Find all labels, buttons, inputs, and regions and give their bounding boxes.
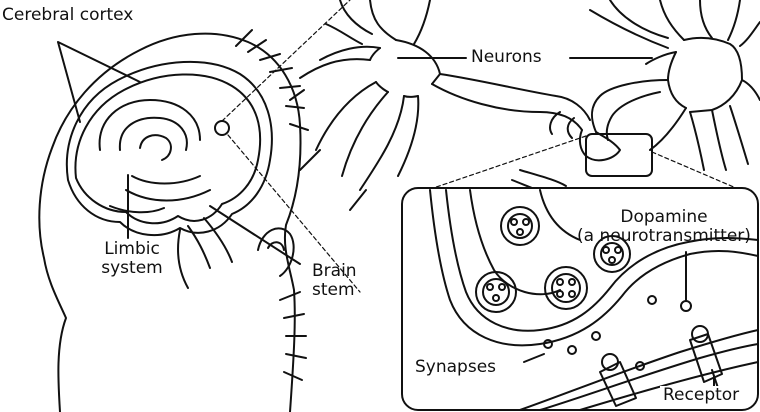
label-dopamine-line1: Dopamine [574, 208, 754, 227]
label-dopamine: Dopamine (a neurotransmitter) [574, 208, 754, 246]
label-neurons: Neurons [468, 48, 545, 67]
zoom-source-circle [215, 121, 229, 135]
label-limbic-system: Limbic system [94, 240, 170, 278]
label-limbic-line2: system [94, 259, 170, 278]
brain-stem [188, 218, 232, 268]
label-receptor: Receptor [660, 386, 742, 405]
brainstem-leader-line [210, 206, 300, 264]
brain-outline [67, 62, 272, 235]
label-limbic-line1: Limbic [94, 240, 170, 259]
label-brain-stem-line2: stem [312, 281, 357, 300]
label-cerebral-cortex: Cerebral cortex [2, 6, 133, 25]
head-outline [39, 30, 308, 412]
zoom-box [586, 134, 652, 176]
label-synapses: Synapses [412, 358, 499, 377]
label-dopamine-line2: (a neurotransmitter) [574, 227, 754, 246]
label-brain-stem: Brain stem [312, 262, 357, 300]
label-brain-stem-line1: Brain [312, 262, 357, 281]
